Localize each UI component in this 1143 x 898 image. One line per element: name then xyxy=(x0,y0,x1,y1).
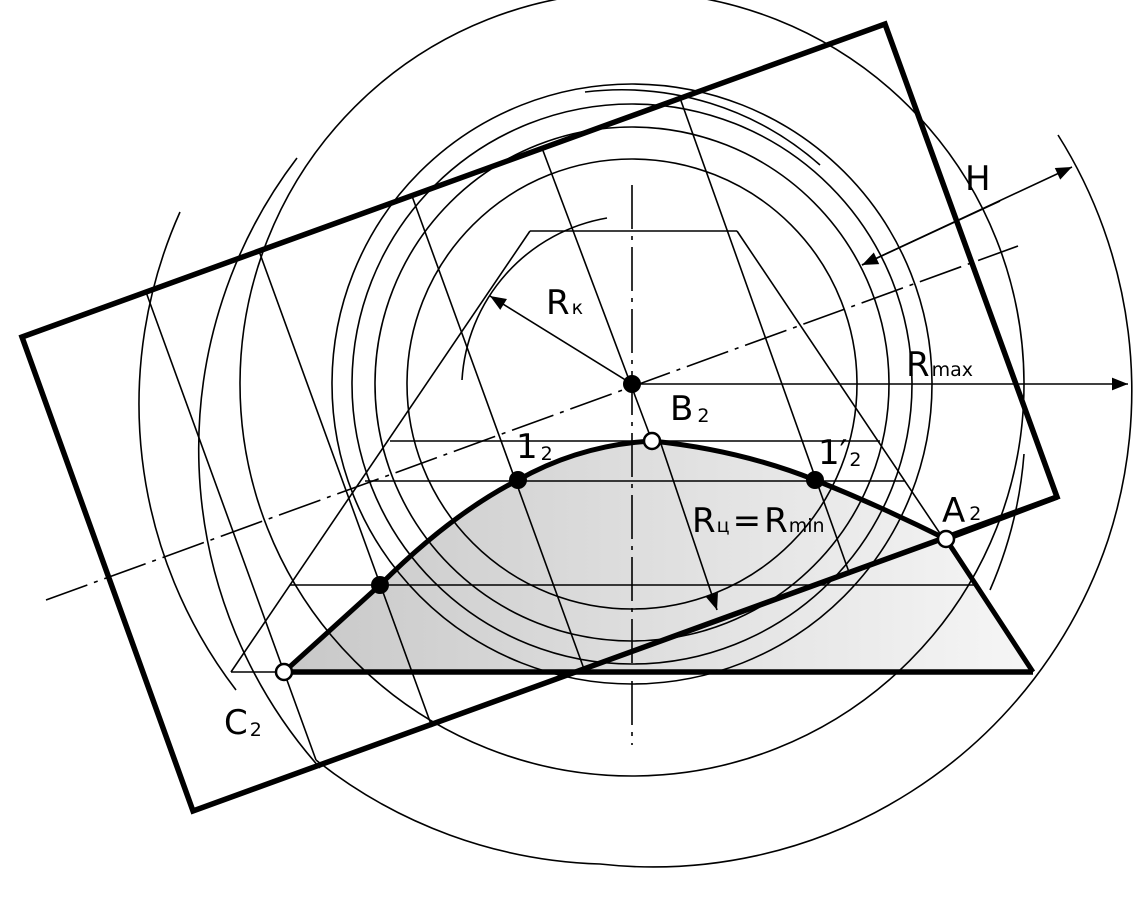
label-1prime-2: 1′2 xyxy=(818,433,861,473)
rc-radius-line xyxy=(583,538,947,670)
label-h: H xyxy=(965,159,991,199)
center-dashdot xyxy=(45,245,1019,601)
section-fill xyxy=(284,441,1033,672)
point-b2 xyxy=(642,431,662,451)
h-dim-arrow-back xyxy=(861,200,1001,266)
arc-top xyxy=(584,89,821,166)
arc-r480-right xyxy=(315,134,1133,868)
frame-tail xyxy=(945,494,1058,542)
rk-arrow xyxy=(489,295,633,385)
point-c2 xyxy=(274,662,294,682)
parallel-lines xyxy=(145,97,851,761)
point-a2 xyxy=(936,529,956,549)
outer-arcs xyxy=(138,89,1133,868)
center-point xyxy=(623,375,641,393)
arc-right-small xyxy=(989,453,1025,591)
arc-left-small xyxy=(138,211,237,691)
point-1prime-2 xyxy=(806,471,824,489)
tilted-frame xyxy=(18,20,1061,815)
arc-r480-left xyxy=(197,157,321,769)
point-1-2 xyxy=(509,471,527,489)
label-rc-rmin: Rц=Rmin xyxy=(692,501,825,541)
point-left-lower xyxy=(371,576,389,594)
points xyxy=(274,375,956,682)
